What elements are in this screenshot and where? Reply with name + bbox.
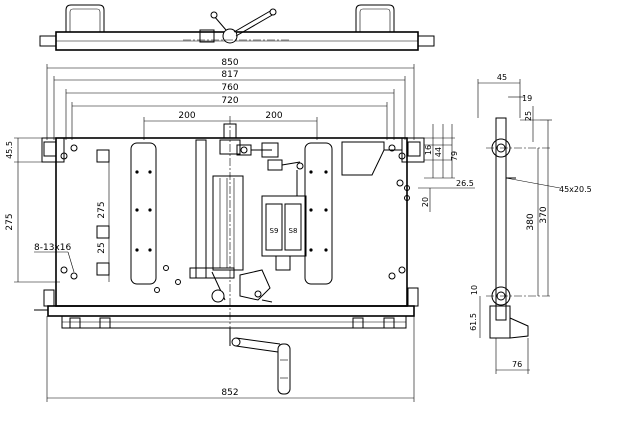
- mount-hole: [60, 152, 68, 160]
- mount-hole: [60, 266, 68, 274]
- mount-hole: [398, 266, 406, 274]
- front-dimensions-left: 45.5 275 275 25 8-13x16: [5, 137, 110, 283]
- crank-pivot: [211, 289, 225, 303]
- switch-s8: [284, 203, 302, 251]
- dim-200-right: 200: [265, 111, 282, 121]
- crank-arm: [235, 345, 279, 353]
- dim-26-5: 26.5: [456, 179, 474, 188]
- interlock-arm: [341, 141, 385, 176]
- mount-hole: [398, 152, 406, 160]
- dim-79: 79: [450, 151, 459, 161]
- dim-20: 20: [421, 197, 430, 207]
- dim-side-25: 25: [524, 111, 533, 121]
- square-cutout: [96, 149, 110, 163]
- linkage-plate: [239, 269, 271, 301]
- dim-side-45: 45: [497, 73, 507, 82]
- slot-callout: 45x20.5: [559, 185, 592, 194]
- guide-column: [195, 139, 207, 279]
- front-dimensions-top: 850 817 760 720 200 200: [46, 58, 415, 140]
- rail-end-left: [39, 35, 57, 47]
- square-cutout: [96, 225, 110, 239]
- switch-block: [261, 195, 307, 257]
- slotted-plate-right: [304, 142, 333, 285]
- dim-side-10: 10: [470, 285, 479, 295]
- dim-44: 44: [434, 147, 443, 157]
- dim-817: 817: [221, 70, 238, 80]
- dim-side-19: 19: [522, 94, 532, 103]
- front-dimensions-right: 16 44 79 26.5 20: [418, 124, 475, 212]
- switch-s9-label: S9: [270, 227, 279, 235]
- front-view: S9 S8: [41, 116, 425, 330]
- dim-275-outer: 275: [5, 213, 15, 230]
- dim-45-5: 45.5: [5, 141, 14, 159]
- switch-s8-label: S8: [289, 227, 298, 235]
- top-view: [39, 4, 435, 51]
- dim-side-380: 380: [526, 213, 536, 230]
- mount-hole: [388, 144, 396, 152]
- chassis-frame: [55, 137, 408, 307]
- operating-shaft: [222, 28, 238, 44]
- side-view: 45 19 25 45x20.5 380 370 10 61.5 76: [469, 73, 592, 374]
- dim-200-left: 200: [178, 111, 195, 121]
- dim-side-76: 76: [512, 360, 522, 369]
- dim-760: 760: [221, 83, 238, 93]
- crank-hub: [231, 337, 241, 347]
- square-cutout: [96, 262, 110, 276]
- dim-25: 25: [97, 242, 107, 253]
- rail-end-right: [417, 35, 435, 47]
- corner-block-right: [407, 141, 421, 157]
- dim-852: 852: [221, 388, 238, 398]
- side-bracket: [489, 305, 511, 339]
- mount-hole: [70, 144, 78, 152]
- spring-housing: [212, 175, 244, 271]
- dim-720: 720: [221, 96, 238, 106]
- hole-callout: 8-13x16: [34, 243, 71, 253]
- dim-850: 850: [221, 58, 238, 68]
- dim-275-inner: 275: [97, 201, 107, 218]
- switch-s9: [265, 203, 283, 251]
- top-handle-right: [355, 4, 395, 32]
- crank-handle-grip: [277, 343, 291, 395]
- lower-rail: [47, 305, 415, 317]
- mount-hole: [388, 272, 396, 280]
- dim-side-61-5: 61.5: [469, 313, 478, 331]
- side-bar: [495, 117, 507, 321]
- lower-view: 852: [34, 287, 419, 402]
- corner-block-left: [43, 141, 57, 157]
- dim-16: 16: [424, 145, 433, 155]
- top-handle-left: [65, 4, 105, 32]
- dim-side-370: 370: [539, 206, 549, 223]
- mount-hole: [70, 272, 78, 280]
- slotted-plate-left: [130, 142, 157, 285]
